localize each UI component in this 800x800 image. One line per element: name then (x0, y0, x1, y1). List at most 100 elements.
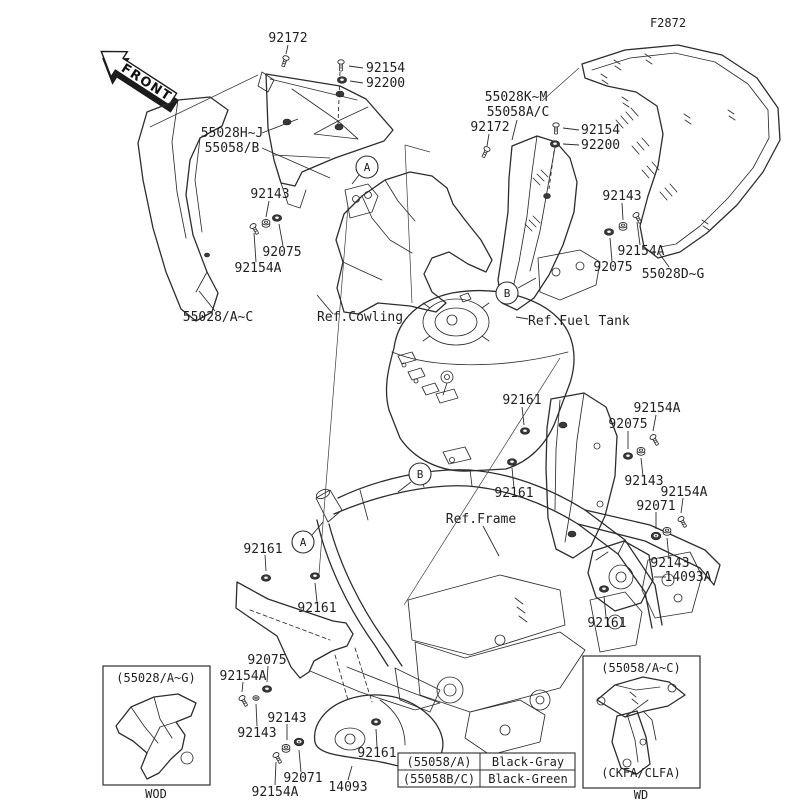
inset-right-title: (55058/A~C) (601, 661, 680, 675)
screw-icon (248, 222, 261, 236)
inset-right-caption: WD (634, 788, 648, 800)
part-label: 92154A (661, 485, 708, 500)
screw-icon (271, 751, 284, 765)
inset-right-subtitle: (CKFA/CLFA) (601, 766, 680, 780)
color-table-cell-color: Black-Green (488, 772, 567, 786)
part-label: 92161 (357, 746, 396, 761)
frame (315, 469, 721, 756)
damper-icon (261, 685, 273, 693)
damper-icon (622, 452, 634, 460)
part-label: 92200 (581, 138, 620, 153)
right-mid-fairing (497, 135, 601, 311)
part-label: 92161 (587, 616, 626, 631)
screw-icon (552, 122, 560, 135)
leader-lines (198, 44, 684, 786)
part-label: 14093A (665, 570, 712, 585)
screw-icon (337, 59, 345, 72)
callout-a-label: A (300, 536, 307, 549)
part-label: 92143 (250, 187, 289, 202)
part-label: 55028D~G (642, 267, 705, 282)
ref-frame-label: Ref.Frame (446, 512, 517, 527)
nut-icon (618, 222, 628, 231)
part-label: 92154A (252, 785, 299, 800)
nut-icon (281, 744, 291, 753)
inset-right-art (596, 676, 686, 775)
inset-left-caption: WOD (145, 787, 167, 800)
drawing-code: F2872 (650, 16, 686, 30)
part-label: 92143 (237, 726, 276, 741)
fuel-tank (385, 289, 575, 472)
color-table-cell-color: Black-Gray (492, 755, 564, 769)
callout-b-label: B (417, 468, 424, 481)
part-label: 92143 (650, 556, 689, 571)
damper-icon (370, 718, 382, 726)
part-label: 92161 (494, 486, 533, 501)
screw-icon (279, 54, 291, 69)
lower-left-fairing (235, 581, 441, 711)
part-label: 92075 (247, 653, 286, 668)
damper-icon (549, 140, 561, 148)
part-label: 55058A/C (487, 105, 550, 120)
inset-left-title: (55028/A~G) (116, 671, 195, 685)
part-label: 92172 (470, 120, 509, 135)
damper-icon (519, 427, 531, 435)
bracket-14093a (587, 540, 654, 612)
part-label: 92154A (235, 261, 282, 276)
screw-icon (237, 694, 250, 708)
part-labels: 92172 92154 92200 55028H~J 55058/B 55028… (183, 31, 712, 800)
callout-a-top: A (351, 155, 379, 185)
callout-b-label: B (504, 287, 511, 300)
collar-icon (650, 531, 662, 541)
part-label: 92071 (636, 499, 675, 514)
nut-icon (636, 447, 646, 456)
ref-fuel-tank-label: Ref.Fuel Tank (528, 314, 630, 329)
part-label: 55058/B (205, 141, 260, 156)
screw-icon (479, 145, 492, 159)
damper-icon (336, 76, 348, 84)
part-label: 92154 (366, 61, 405, 76)
assembly-lines (149, 67, 580, 606)
part-label: 92143 (602, 189, 641, 204)
part-label: 14093 (328, 780, 367, 795)
washer-icon (252, 695, 260, 701)
center-cowl (335, 171, 493, 315)
cover-14093 (313, 694, 444, 768)
color-table: (55058/A) Black-Gray (55058B/C) Black-Gr… (397, 752, 576, 788)
part-label: 92172 (268, 31, 307, 46)
part-label: 55028K~M (485, 90, 548, 105)
damper-icon (603, 228, 615, 236)
part-label: 92154A (618, 244, 665, 259)
part-label: 92161 (297, 601, 336, 616)
screw-icon (648, 433, 661, 447)
collar-icon (293, 737, 305, 747)
inset-right: (55058/A~C) (CKFA/CLFA) WD (582, 655, 701, 800)
part-label: 92200 (366, 76, 405, 91)
part-label: 92154A (220, 669, 267, 684)
damper-icon (506, 458, 518, 466)
screw-icon (676, 515, 689, 529)
part-label: 92161 (502, 393, 541, 408)
callout-b-top: B (495, 277, 537, 305)
inset-left-art (115, 693, 197, 780)
callout-a-frame: A (291, 521, 324, 554)
callout-b-frame: B (397, 462, 432, 493)
part-label: 92075 (593, 260, 632, 275)
part-label: 92075 (262, 245, 301, 260)
part-label: 55028/A~C (183, 310, 253, 325)
part-label: 92154A (634, 401, 681, 416)
right-main-fairing (581, 44, 781, 259)
damper-icon (260, 574, 272, 582)
callout-a-label: A (364, 161, 371, 174)
damper-icon (309, 572, 321, 580)
left-blade-fairing (137, 96, 229, 322)
ref-cowling-label: Ref.Cowling (317, 310, 403, 325)
part-label: 92071 (283, 771, 322, 786)
nut-icon (662, 527, 672, 536)
part-label: 92143 (624, 474, 663, 489)
reference-labels: Ref.Cowling Ref.Fuel Tank Ref.Frame (317, 310, 630, 527)
part-label: 92154 (581, 123, 620, 138)
part-label: 55028H~J (201, 126, 264, 141)
nut-icon (261, 219, 271, 228)
